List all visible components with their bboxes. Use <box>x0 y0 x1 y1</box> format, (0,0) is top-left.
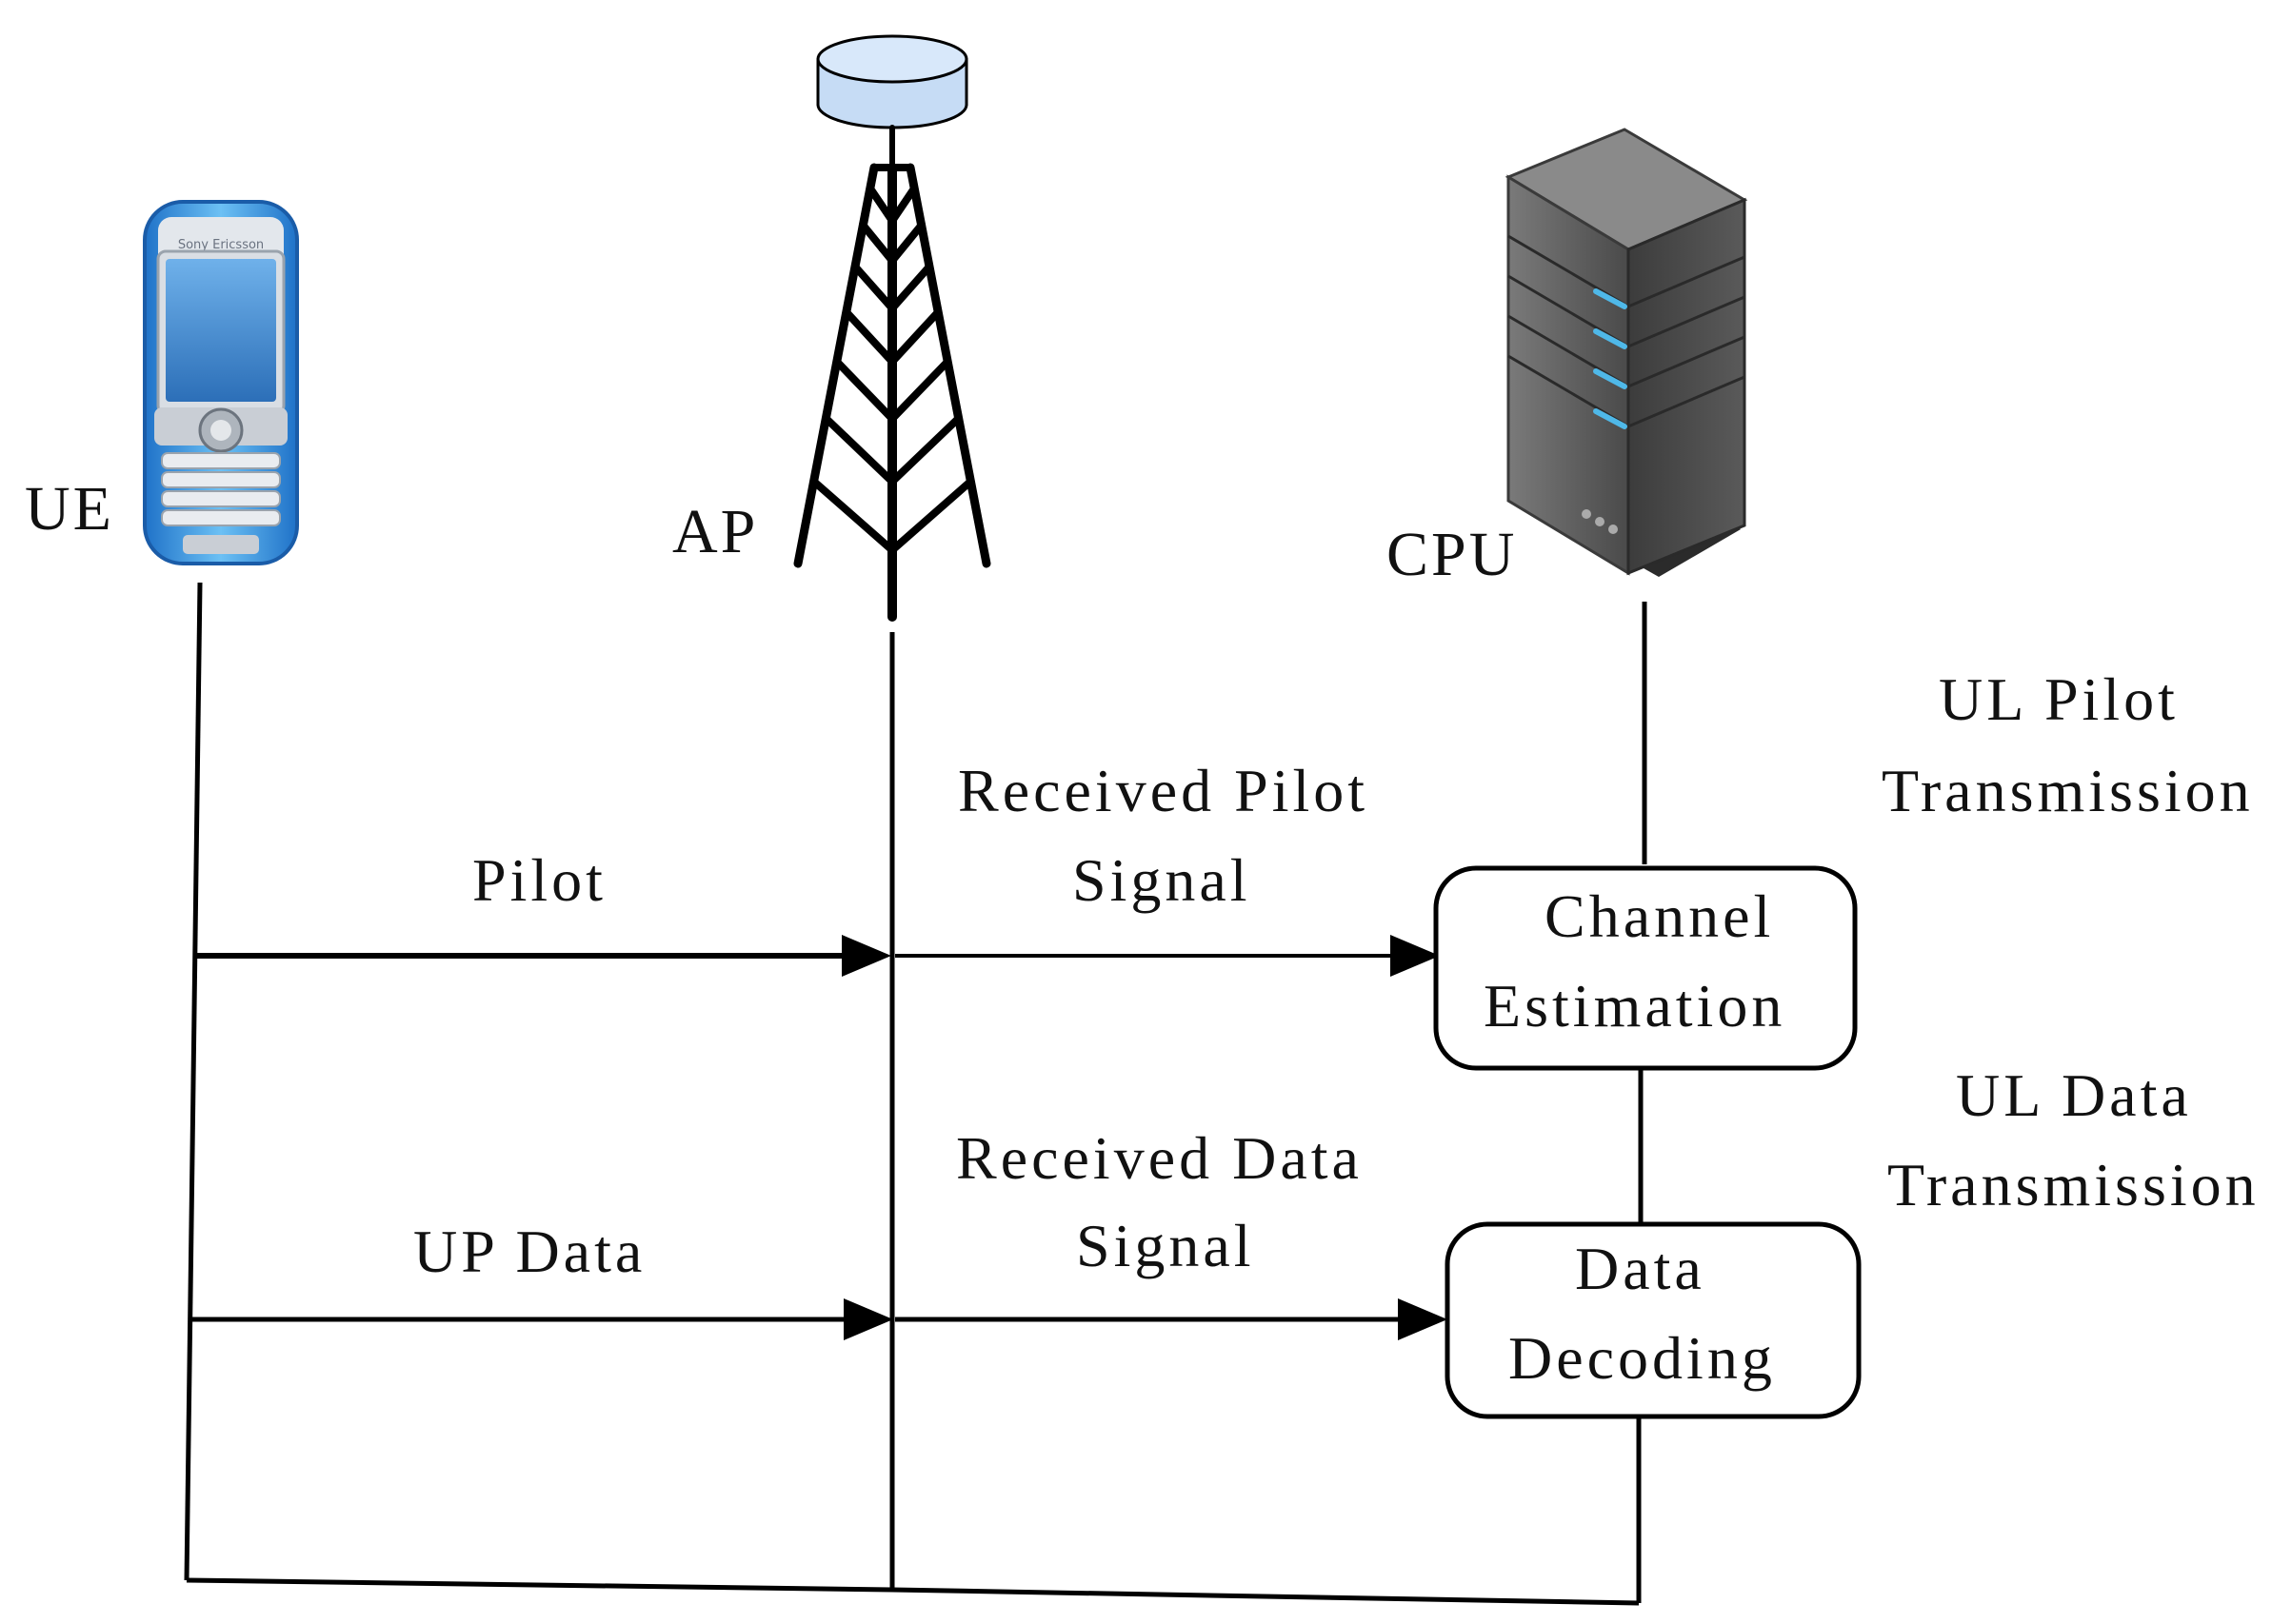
up-data-arrow <box>190 1298 893 1340</box>
data-decoding-line2: Decoding <box>1508 1324 1776 1392</box>
ul-data-phase-line2: Transmission <box>1887 1151 2260 1218</box>
antenna-tower-icon <box>793 34 991 622</box>
ul-data-phase-line1: UL Data <box>1956 1061 2192 1129</box>
server-rack-icon <box>1505 128 1748 577</box>
received-pilot-label-line1: Received Pilot <box>958 757 1368 824</box>
cpu-label: CPU <box>1386 520 1517 589</box>
mobile-phone-icon: Sony Ericsson <box>143 200 299 565</box>
data-decoding-box <box>1445 1221 1862 1419</box>
channel-estimation-line1: Channel <box>1545 882 1774 950</box>
ue-label: UE <box>25 474 114 544</box>
ap-label: AP <box>672 497 758 566</box>
data-decoding-line1: Data <box>1575 1235 1705 1302</box>
pilot-label: Pilot <box>472 846 607 914</box>
received-data-label-line1: Received Data <box>956 1124 1363 1192</box>
received-data-label-line2: Signal <box>1076 1212 1255 1279</box>
bottom-connector <box>186 1577 1640 1606</box>
ul-pilot-phase-line1: UL Pilot <box>1939 665 2179 733</box>
ue-lifeline <box>184 582 203 1581</box>
channel-estimation-line2: Estimation <box>1484 972 1785 1040</box>
received-pilot-label-line2: Signal <box>1072 846 1251 914</box>
received-data-arrow <box>895 1298 1447 1340</box>
pilot-arrow <box>194 935 891 977</box>
up-data-label: UP Data <box>413 1218 646 1285</box>
channel-estimation-box <box>1433 865 1858 1071</box>
ul-pilot-phase-line2: Transmission <box>1882 757 2254 824</box>
phone-brand-text: Sony Ericsson <box>178 238 264 252</box>
received-pilot-arrow <box>895 935 1440 977</box>
